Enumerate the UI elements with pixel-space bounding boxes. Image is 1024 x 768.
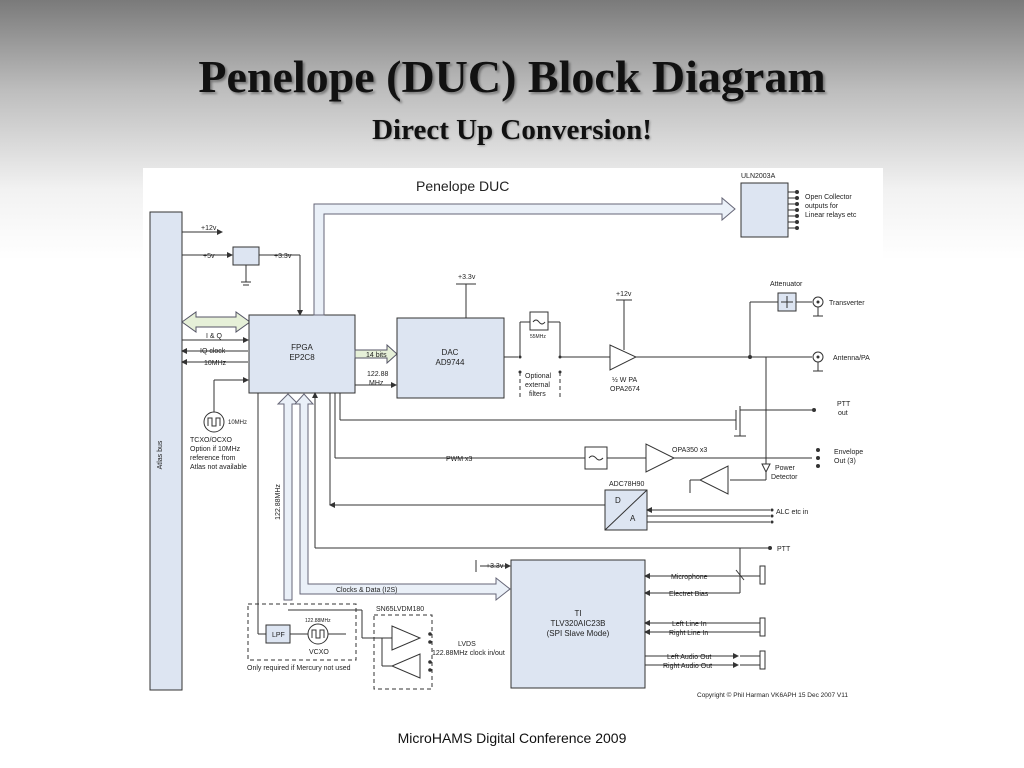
adc-d: D xyxy=(615,496,621,505)
fpga-uln-arrow xyxy=(313,196,736,316)
detector-amplifier xyxy=(698,465,729,495)
clk-vertical-label: 122.88MHz xyxy=(275,484,282,520)
pa-power: +12v xyxy=(616,291,632,298)
pwm-label: PWM x3 xyxy=(446,456,473,463)
slide-title: Penelope (DUC) Block Diagram xyxy=(198,51,826,102)
electret-label: Electret Bias xyxy=(669,591,709,598)
tcxo-line1: TCXO/OCXO xyxy=(190,437,233,444)
adc-name: ADC78H90 xyxy=(609,481,645,488)
filter-label: 55MHz xyxy=(530,334,546,340)
pa-line2: OPA2674 xyxy=(610,386,640,393)
tcxo-line4: Atlas not available xyxy=(190,464,247,471)
opa350-amplifier xyxy=(645,443,676,473)
uln-line3: Linear relays etc xyxy=(805,212,857,219)
ptt-out-line2: out xyxy=(838,410,848,417)
ptt-out-line1: PTT xyxy=(837,401,851,408)
optional-filters-line1: Optional xyxy=(525,373,552,380)
dac-line1: DAC xyxy=(442,348,459,357)
codec-line3: (SPI Slave Mode) xyxy=(547,629,610,638)
clocks-data-label: Clocks & Data (I2S) xyxy=(336,587,397,594)
atlas-bus xyxy=(149,211,183,691)
vcxo-label: VCXO xyxy=(309,649,329,656)
power-detector-line2: Detector xyxy=(771,474,798,481)
mhz12288-label-b: MHz xyxy=(369,380,384,387)
atlas-bus-label: Atlas bus xyxy=(157,440,164,469)
vcxo-freq: 122.88MHz xyxy=(305,618,331,624)
uln-line1: Open Collector xyxy=(805,194,852,201)
optional-filters-line3: filters xyxy=(529,391,546,398)
right-line-in-label: Right Line In xyxy=(669,630,708,637)
codec-line1: TI xyxy=(574,609,581,618)
audio-out-jack-icon xyxy=(759,650,766,670)
copyright: Copyright © Phil Harman VK6APH 15 Dec 20… xyxy=(697,691,848,699)
v12-label: +12v xyxy=(201,225,217,232)
bits-label: 14 bits xyxy=(366,352,387,359)
transverter-label: Transverter xyxy=(829,300,865,307)
sn65-dashed-box xyxy=(373,614,433,690)
uln2003a-block xyxy=(740,182,789,238)
v5-label: +5v xyxy=(203,253,215,260)
lvds-receiver xyxy=(390,653,421,679)
regulator xyxy=(232,246,260,266)
slide-subtitle: Direct Up Conversion! xyxy=(372,114,652,146)
lvds-line2: 122.88MHz clock in/out xyxy=(432,650,505,657)
codec-power: +3.3v xyxy=(486,563,504,570)
optional-filters-line2: external xyxy=(525,382,550,389)
line-in-jack-icon xyxy=(759,617,766,637)
opa350-label: OPA350 x3 xyxy=(672,447,707,454)
codec-line2: TLV320AIC23B xyxy=(551,619,606,628)
iq-clock-label: IQ clock xyxy=(200,348,226,355)
left-line-in-label: Left Line In xyxy=(672,621,707,628)
mhz10-label: 10MHz xyxy=(204,360,227,367)
ptt-label: PTT xyxy=(777,546,791,553)
fpga-line2: EP2C8 xyxy=(289,353,315,362)
mhz12288-label-a: 122.88 xyxy=(367,371,389,378)
tcxo-oscillator xyxy=(203,411,225,433)
alc-label: ALC etc in xyxy=(776,509,808,516)
envelope-line1: Envelope xyxy=(834,449,863,456)
mercury-note: Only required if Mercury not used xyxy=(247,665,351,672)
lpf-label: LPF xyxy=(272,632,285,639)
dac-line2: AD9744 xyxy=(436,358,465,367)
iq-label: I & Q xyxy=(206,333,223,340)
tcxo-freq: 10MHz xyxy=(228,420,247,426)
clocks-data-arrow xyxy=(293,393,511,602)
tcxo-line3: reference from xyxy=(190,455,236,462)
sn65-label: SN65LVDM180 xyxy=(376,606,424,613)
lvds-line1: LVDS xyxy=(458,641,476,648)
pa-line1: ½ W PA xyxy=(612,376,637,384)
fpga-block xyxy=(248,314,356,394)
pa-amplifier xyxy=(609,344,638,371)
left-audio-out-label: Left Audio Out xyxy=(667,654,711,661)
fpga-line1: FPGA xyxy=(291,343,313,352)
bits-arrow xyxy=(354,343,398,365)
power-detector-diode xyxy=(761,463,771,474)
microphone-label: Microphone xyxy=(671,574,708,581)
mic-jack-icon xyxy=(759,565,766,585)
mercury-dashed-box xyxy=(247,603,357,661)
v33-label: +3.3v xyxy=(274,253,292,260)
uln-line2: outputs for xyxy=(805,203,839,210)
attenuator-label: Attenuator xyxy=(770,281,803,288)
filter-55mhz xyxy=(529,311,549,331)
uln-name: ULN2003A xyxy=(741,173,776,180)
envelope-line2: Out (3) xyxy=(834,458,856,465)
dac-block xyxy=(396,317,505,399)
power-detector-line1: Power xyxy=(775,465,796,472)
right-audio-out-label: Right Audio Out xyxy=(663,663,712,670)
adc-a: A xyxy=(630,514,636,523)
vcxo-oscillator xyxy=(307,623,329,645)
antenna-label: Antenna/PA xyxy=(833,355,870,362)
tcxo-line2: Option if 10MHz xyxy=(190,446,241,453)
dac-power: +3.3v xyxy=(458,274,476,281)
diagram-heading: Penelope DUC xyxy=(416,178,509,194)
footer: MicroHAMS Digital Conference 2009 xyxy=(397,730,627,746)
